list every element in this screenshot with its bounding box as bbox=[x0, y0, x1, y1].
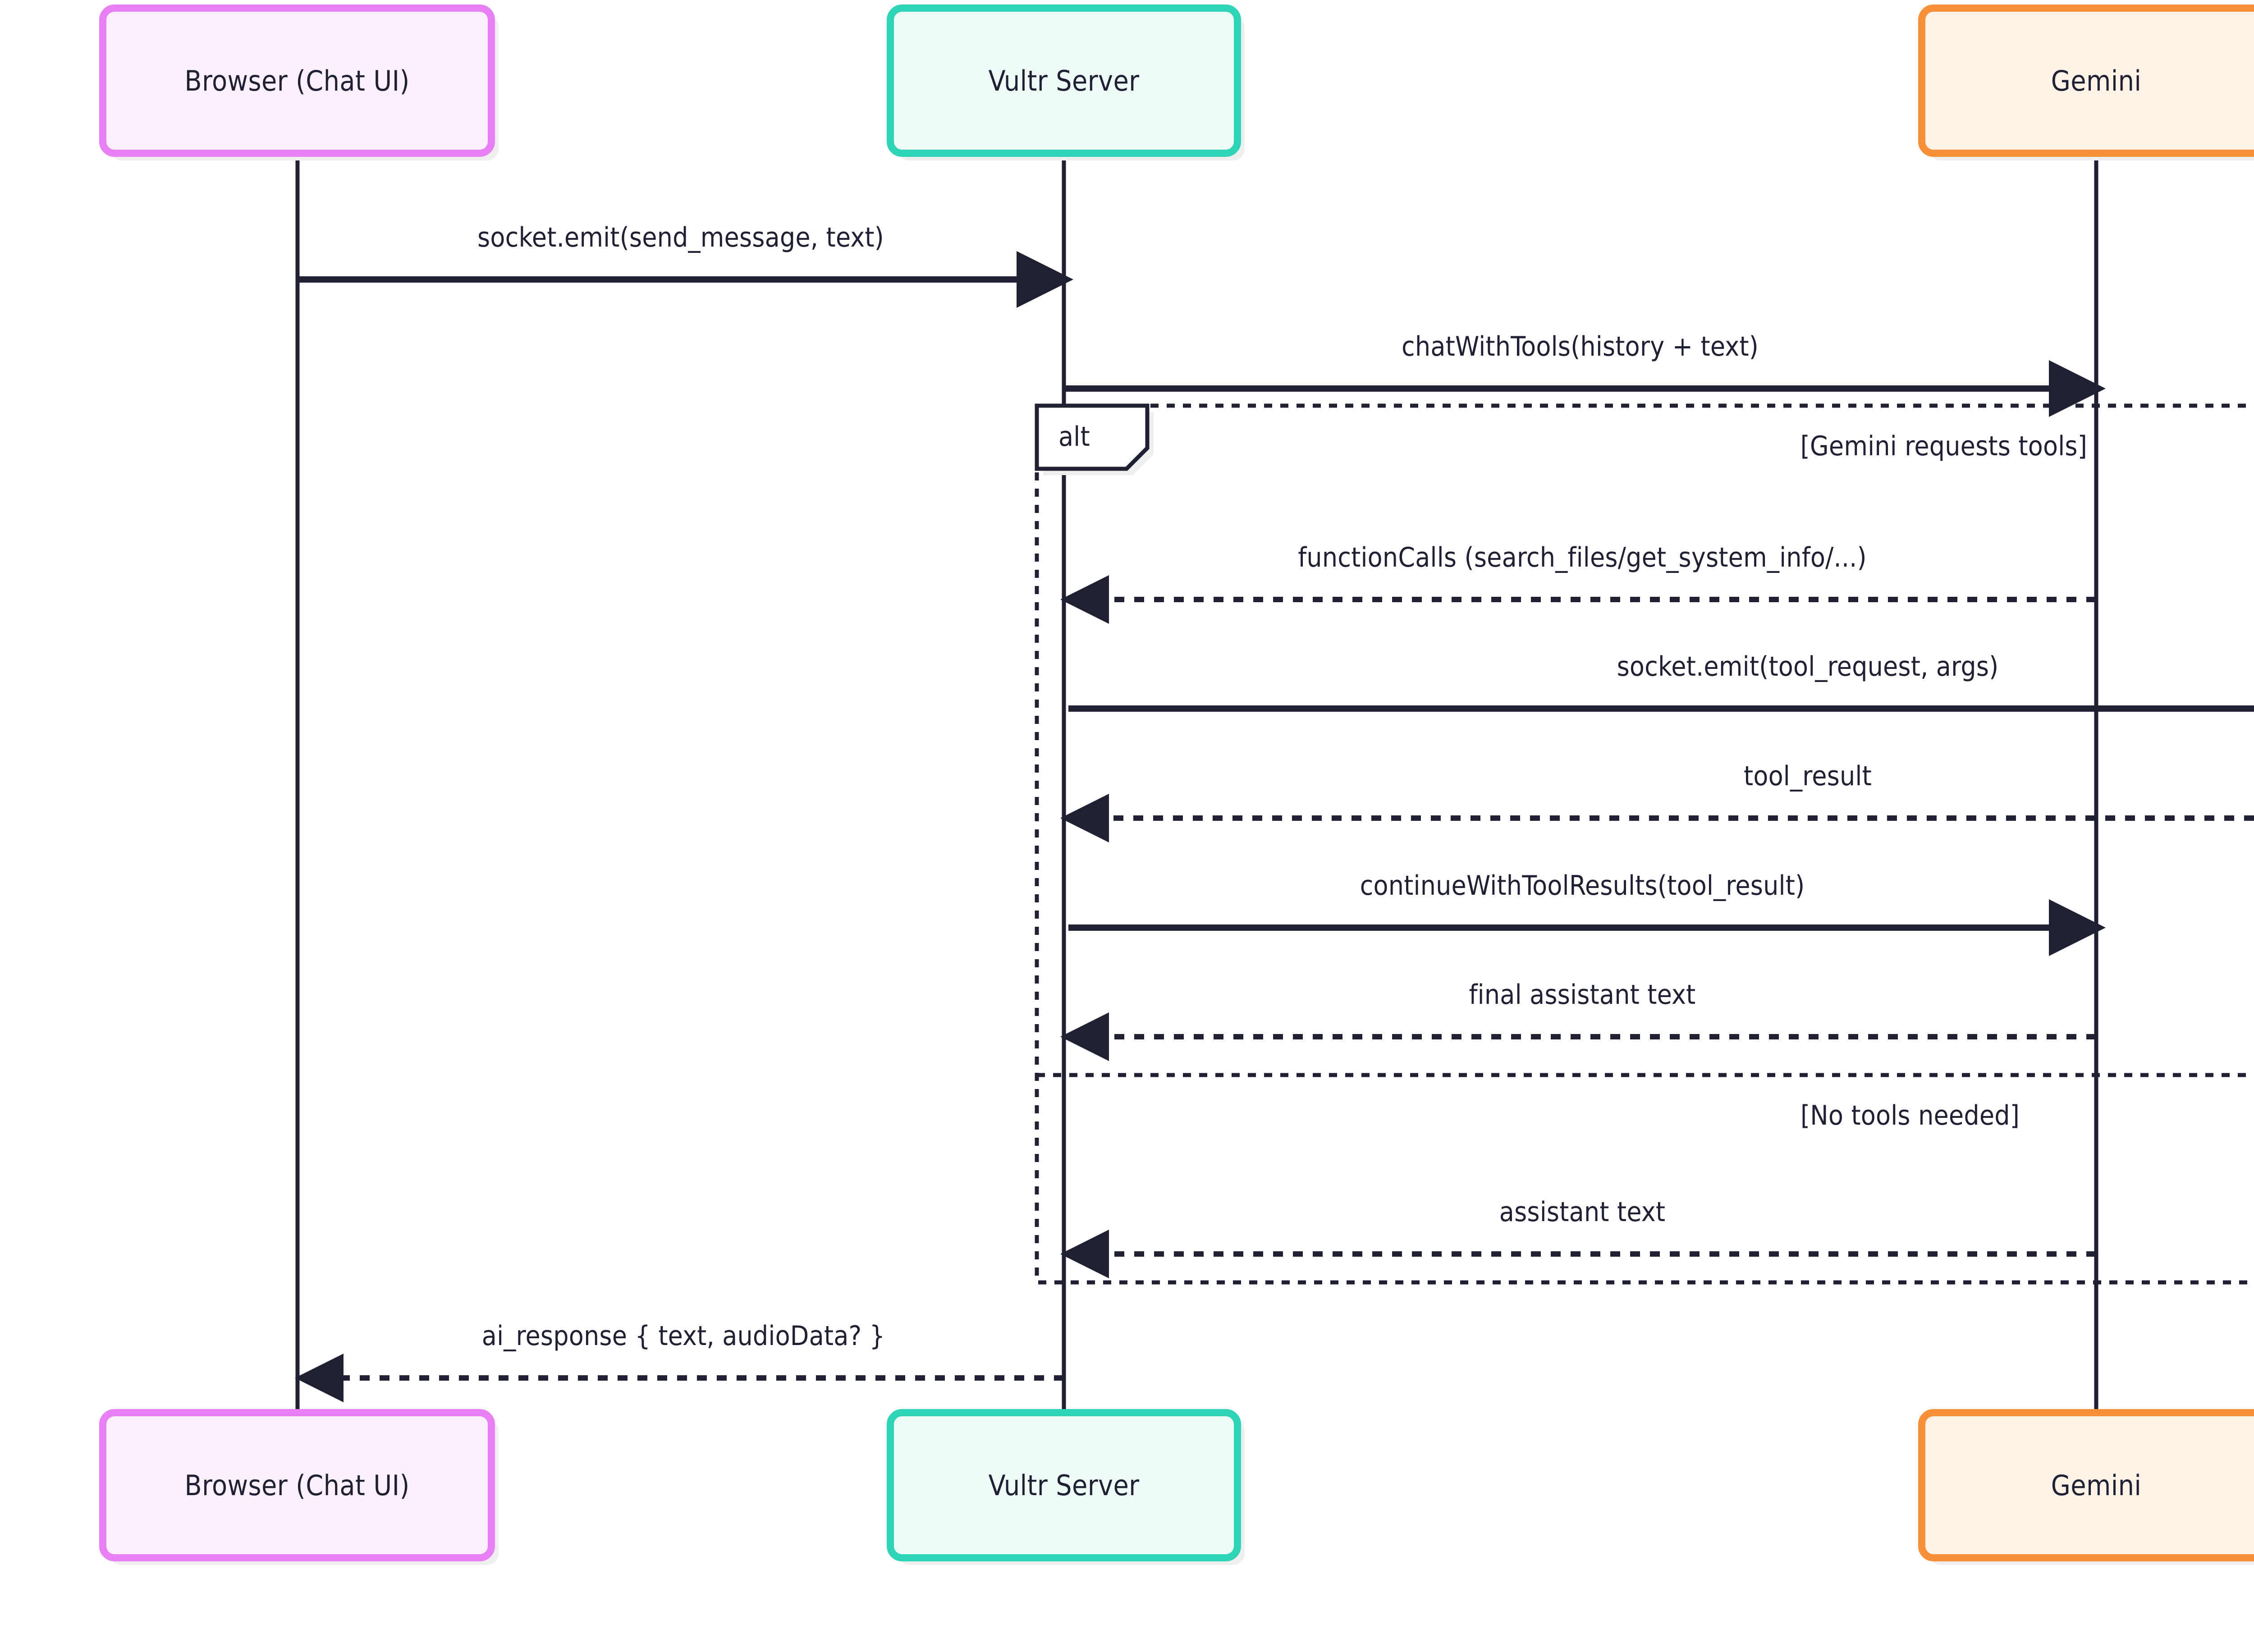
alt-branch-condition-1: [No tools needed] bbox=[1800, 1100, 2020, 1131]
message-label-m1: socket.emit(send_message, text) bbox=[477, 222, 884, 253]
alt-keyword-box bbox=[1035, 403, 1150, 471]
message-label-m5: tool_result bbox=[1744, 760, 1872, 792]
participant-box-browser-top[interactable] bbox=[99, 5, 495, 157]
alt-keyword-label: alt bbox=[1058, 421, 1090, 453]
lifelines-layer bbox=[295, 153, 2098, 1413]
message-label-m8: assistant text bbox=[1499, 1196, 1666, 1228]
participant-box-gemini-top[interactable] bbox=[1918, 5, 2254, 157]
message-label-m6: continueWithToolResults(tool_result) bbox=[1360, 870, 1805, 902]
participant-box-gemini-bottom[interactable] bbox=[1918, 1409, 2254, 1561]
participant-box-browser-bottom[interactable] bbox=[99, 1409, 495, 1561]
participant-box-server-top[interactable] bbox=[887, 5, 1241, 157]
message-label-m4: socket.emit(tool_request, args) bbox=[1617, 651, 1999, 682]
message-label-m2: chatWithTools(history + text) bbox=[1402, 331, 1759, 362]
message-label-m3: functionCalls (search_files/get_system_i… bbox=[1298, 542, 1867, 573]
messages-layer bbox=[295, 251, 2254, 1402]
alt-block-frame bbox=[1035, 403, 2254, 1285]
alt-branch-condition-0: [Gemini requests tools] bbox=[1800, 430, 2087, 462]
message-label-m9: ai_response { text, audioData? } bbox=[481, 1320, 885, 1352]
participant-box-server-bottom[interactable] bbox=[887, 1409, 1241, 1561]
message-label-m7: final assistant text bbox=[1469, 979, 1696, 1011]
participant-boxes-layer bbox=[99, 5, 2254, 1565]
alt-block-layer bbox=[1035, 403, 2254, 1285]
